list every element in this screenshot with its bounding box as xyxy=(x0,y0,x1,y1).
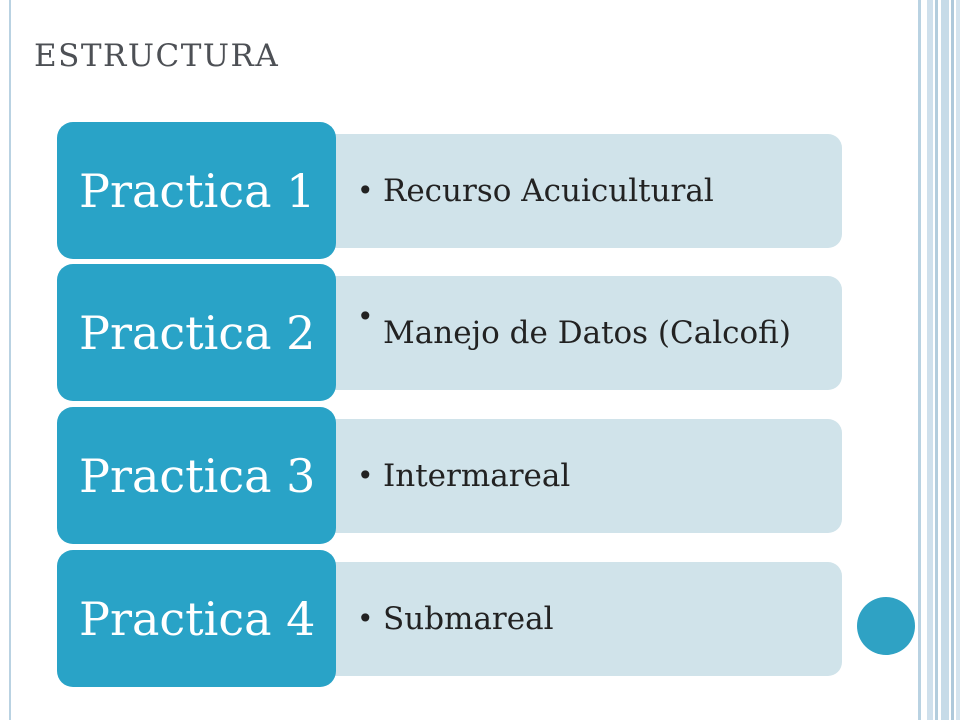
bullet-mark: • xyxy=(357,174,374,207)
practice-label-box: Practica 4 xyxy=(57,550,336,687)
practice-detail-box: • Submareal xyxy=(283,562,842,676)
slide-frame-right-stripe xyxy=(956,0,960,720)
slide-frame-right-stripe xyxy=(941,0,949,720)
practice-label-box: Practica 1 xyxy=(57,122,336,259)
slide-title: ESTRUCTURA xyxy=(34,38,280,74)
slide-frame-right-stripe xyxy=(951,0,954,720)
practice-label: Practica 4 xyxy=(79,591,316,646)
practice-detail-text: Recurso Acuicultural xyxy=(383,172,714,209)
slide-frame-left xyxy=(9,0,11,720)
practice-label: Practica 3 xyxy=(79,448,316,503)
bullet-mark: • xyxy=(357,300,374,333)
practice-detail-box: • Recurso Acuicultural xyxy=(283,134,842,248)
decorative-circle xyxy=(857,597,915,655)
slide-frame-right-stripe xyxy=(935,0,938,720)
practice-detail-text: Submareal xyxy=(383,600,554,637)
practice-label: Practica 1 xyxy=(79,163,316,218)
slide-frame-right-stripe xyxy=(918,0,921,720)
bullet-mark: • xyxy=(357,459,374,492)
practice-label-box: Practica 3 xyxy=(57,407,336,544)
practice-detail-text: Intermareal xyxy=(383,457,571,494)
practice-detail-text: Manejo de Datos (Calcofi) xyxy=(383,314,791,351)
practice-detail-box: • Manejo de Datos (Calcofi) xyxy=(283,276,842,390)
slide-frame-right-stripe xyxy=(927,0,933,720)
practice-detail-box: • Intermareal xyxy=(283,419,842,533)
practice-label-box: Practica 2 xyxy=(57,264,336,401)
bullet-mark: • xyxy=(357,602,374,635)
practice-label: Practica 2 xyxy=(79,305,316,360)
